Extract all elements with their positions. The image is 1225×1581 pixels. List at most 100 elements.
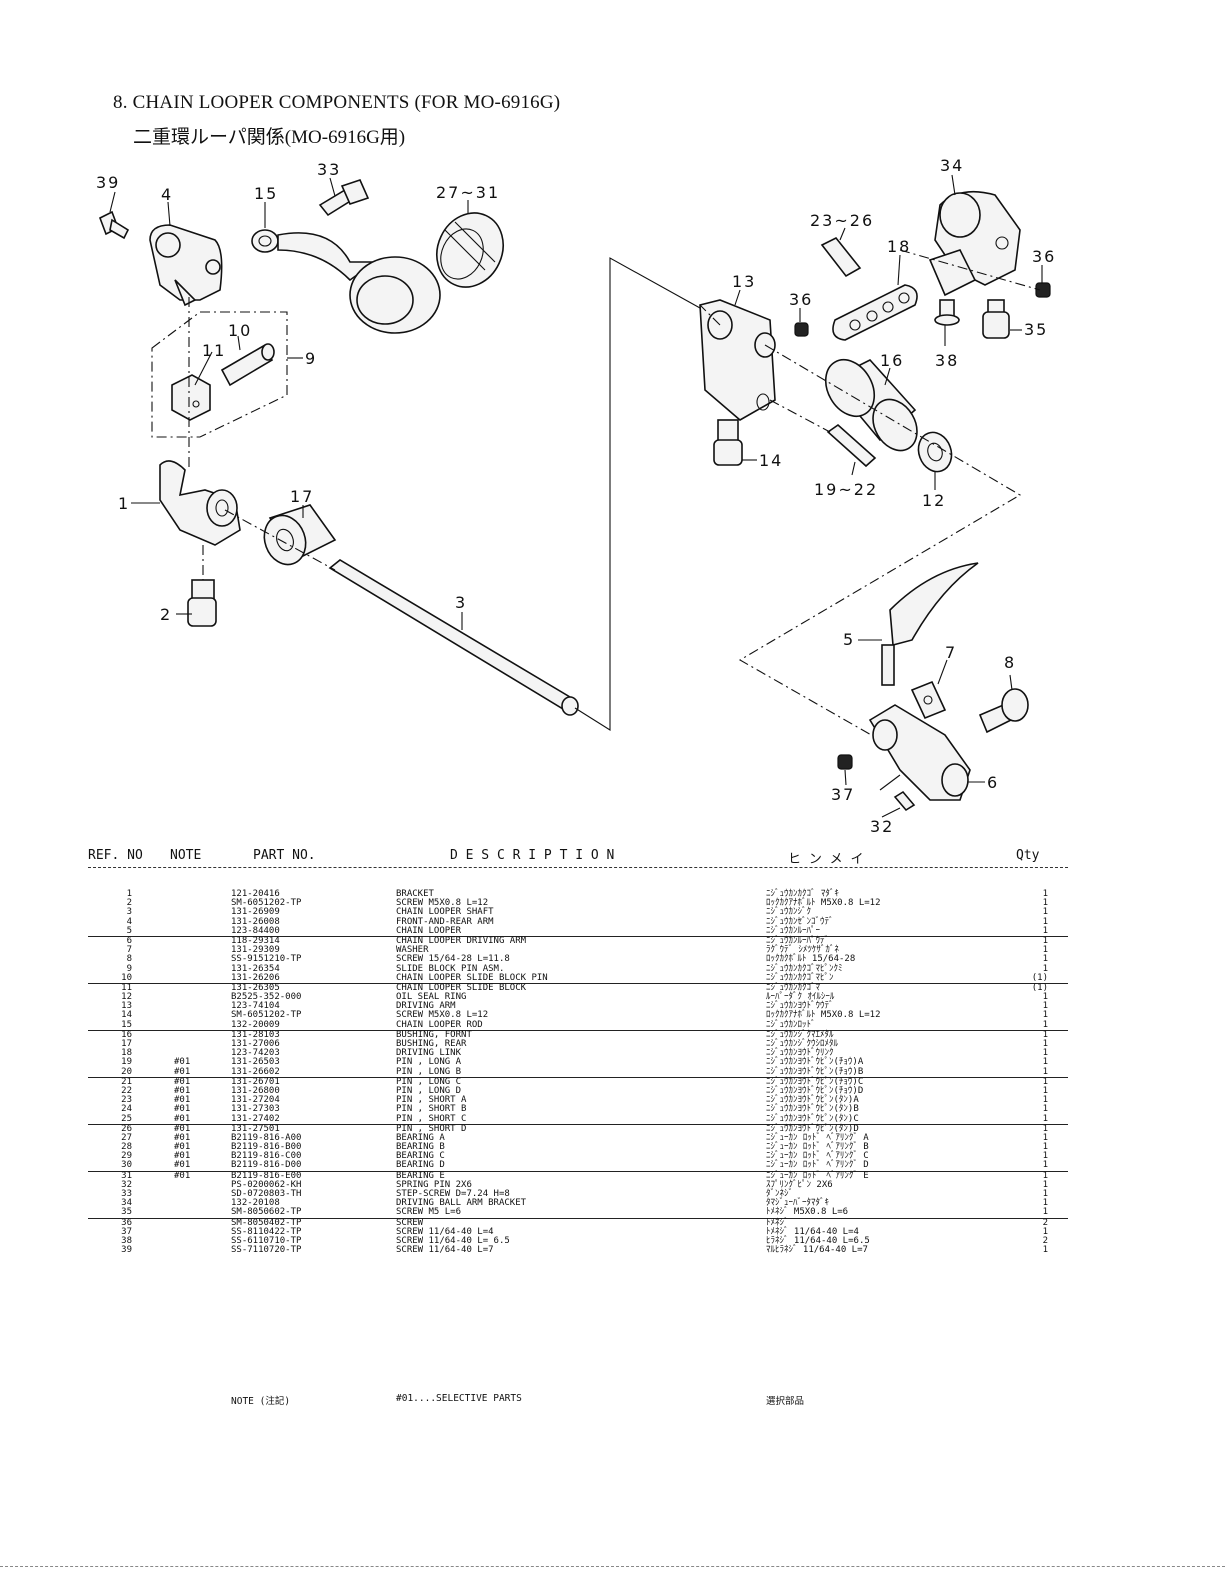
cell-qty: 2 (1042, 1217, 1048, 1228)
callout-27-31: 27~31 (436, 183, 500, 202)
callout-14: 14 (759, 451, 783, 470)
cell-qty: 1 (1042, 1048, 1048, 1059)
cell-ref: 22 (121, 1085, 132, 1096)
cell-description: SLIDE BLOCK PIN ASM. (396, 963, 505, 974)
cell-kana: ﾆｼﾞｭｳｶﾝﾖｳﾄﾞｳﾋﾟﾝ(ﾀﾝ)B (766, 1104, 859, 1115)
cell-qty: 1 (1042, 898, 1048, 909)
cell-qty: 1 (1042, 954, 1048, 965)
part-36-set-screw (794, 282, 1051, 337)
part-37-set-screw (837, 754, 853, 770)
cell-kana: ﾋﾗﾈｼﾞ 11/64-40 L=6.5 (766, 1235, 870, 1246)
cell-qty: 1 (1042, 889, 1048, 899)
cell-kana: ｽﾌﾟﾘﾝｸﾞﾋﾟﾝ 2X6 (766, 1179, 833, 1190)
cell-qty: (1) (1031, 982, 1048, 993)
cell-qty: 1 (1042, 1057, 1048, 1068)
cell-ref: 21 (121, 1076, 132, 1087)
cell-qty: 1 (1042, 1160, 1048, 1171)
part-12-oil-seal (917, 431, 953, 473)
cell-kana: ﾏﾙﾋﾗﾈｼﾞ 11/64-40 L=7 (766, 1245, 868, 1256)
cell-ref: 29 (121, 1151, 132, 1162)
part-16-bushing (824, 358, 918, 452)
cell-ref: 5 (126, 925, 132, 936)
cell-description: WASHER (396, 945, 429, 956)
part-7-washer (910, 680, 947, 720)
cell-description: CHAIN LOOPER ROD (396, 1019, 483, 1030)
cell-part-no: PS-0200062-KH (231, 1179, 302, 1190)
part-39-screw (98, 210, 130, 240)
page-title: 8. CHAIN LOOPER COMPONENTS (FOR MO-6916G… (113, 92, 561, 113)
part-34-bracket (928, 190, 1021, 297)
callout-33: 33 (317, 160, 341, 179)
cell-part-no: 131-26602 (231, 1066, 280, 1077)
cell-description: FRONT-AND-REAR ARM (396, 916, 494, 927)
cell-kana: ﾆｼﾞｭｰｶﾝ ﾛｯﾄﾞ ﾍﾞｱﾘﾝｸﾞ E (766, 1170, 869, 1181)
cell-kana: ﾄﾒﾈｼﾞ (766, 1217, 789, 1228)
cell-kana: ﾆｼﾞｭｳｶﾝﾖｳﾄﾞｳﾋﾟﾝ(ﾀﾝ)C (766, 1113, 859, 1124)
cell-ref: 33 (121, 1189, 132, 1199)
callout-16: 16 (880, 351, 904, 370)
cell-kana: ﾗｸﾞｳﾃﾞ ｼﾒﾂｹｻﾞｶﾞﾈ (766, 945, 839, 956)
cell-description: BEARING B (396, 1142, 445, 1153)
callout-18: 18 (887, 237, 911, 256)
part-17-bushing (263, 504, 337, 566)
cell-qty: 1 (1042, 963, 1048, 974)
part-35-screw (982, 299, 1010, 339)
cell-kana: ﾛｯｸｶｸﾎﾞﾙﾄ 15/64-28 (766, 954, 856, 965)
cell-note: #01 (174, 1057, 191, 1068)
cell-qty: 1 (1042, 935, 1048, 946)
cell-description: DRIVING ARM (396, 1001, 456, 1012)
cell-qty: 1 (1042, 907, 1048, 918)
cell-kana: ﾀﾞﾝﾈｼﾞ (766, 1189, 794, 1199)
cell-ref: 15 (121, 1019, 132, 1030)
cell-kana: ﾄﾒﾈｼﾞ M5X0.8 L=6 (766, 1207, 849, 1218)
cell-ref: 13 (121, 1001, 132, 1012)
cell-note: #01 (174, 1123, 191, 1134)
cell-part-no: 131-28103 (231, 1029, 280, 1040)
footnote-label: NOTE (注記) (231, 1396, 291, 1407)
cell-part-no: SS-6110710-TP (231, 1235, 302, 1246)
cell-note: #01 (174, 1085, 191, 1096)
cell-description: BEARING D (396, 1160, 445, 1171)
cell-ref: 14 (121, 1010, 132, 1021)
cell-kana: ﾆｼﾞｭｳｶﾝｾﾞﾝｺﾞｳﾃﾞ (766, 916, 834, 927)
page-subtitle: 二重環ルーパ関係(MO-6916G用) (133, 127, 406, 148)
cell-ref: 38 (121, 1235, 132, 1246)
header-qty: Qty (1016, 848, 1040, 863)
cell-ref: 37 (121, 1226, 132, 1237)
cell-part-no: 121-20416 (231, 889, 280, 899)
callout-23-26: 23~26 (810, 211, 874, 230)
cell-kana: ﾆｼﾞｭｳｶﾝｶｸｺﾞﾏ (766, 982, 821, 993)
cell-part-no: B2119-816-C00 (231, 1151, 302, 1162)
cell-part-no: SM-8050602-TP (231, 1207, 302, 1218)
callout-19-22: 19~22 (814, 480, 878, 499)
cell-kana: ﾆｼﾞｭｰｶﾝ ﾛｯﾄﾞ ﾍﾞｱﾘﾝｸﾞ B (766, 1142, 869, 1153)
cell-note: #01 (174, 1104, 191, 1115)
part-9-group (151, 311, 303, 438)
cell-description: PIN , SHORT C (396, 1113, 467, 1124)
cell-description: CHAIN LOOPER DRIVING ARM (396, 935, 527, 946)
cell-part-no: 132-20108 (231, 1198, 280, 1209)
cell-qty: 1 (1042, 925, 1048, 936)
cell-kana: ﾄﾒﾈｼﾞ 11/64-40 L=4 (766, 1226, 859, 1237)
cell-ref: 16 (121, 1029, 132, 1040)
part-1-bracket (159, 460, 241, 546)
cell-part-no: B2119-816-B00 (231, 1142, 302, 1153)
cell-kana: ﾆｼﾞｭｳｶﾝｼﾞｸ (766, 907, 812, 918)
cell-part-no: SS-9151210-TP (231, 954, 302, 965)
cell-description: CHAIN LOOPER (396, 925, 462, 936)
cell-kana: ﾆｼﾞｭｳｶﾝｼﾞｸｳｼﾛﾒﾀﾙ (766, 1039, 839, 1049)
cell-part-no: 131-27402 (231, 1113, 280, 1124)
